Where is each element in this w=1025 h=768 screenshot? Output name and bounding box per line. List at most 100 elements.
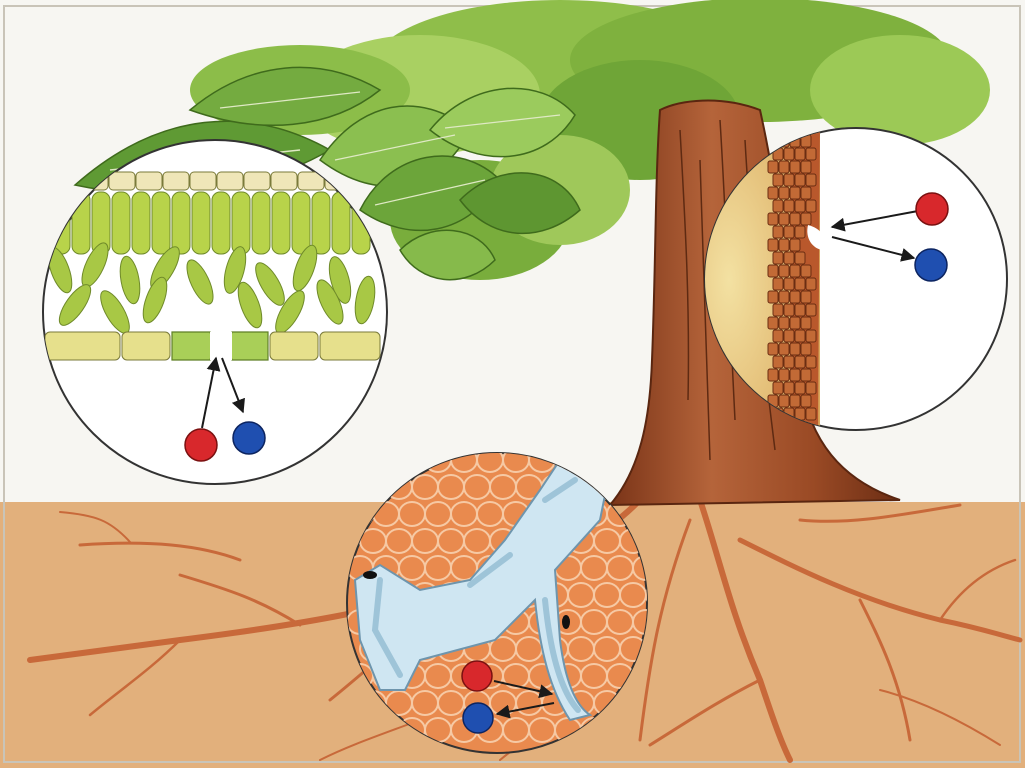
cork-cell (779, 161, 789, 173)
palisade-cell (292, 192, 310, 254)
cork-cell (801, 161, 811, 173)
cork-cell (784, 356, 794, 368)
soil-particle (399, 502, 425, 526)
lower-epidermis-cell (270, 332, 318, 360)
cork-cell (784, 148, 794, 160)
soil-particle (425, 502, 451, 526)
cork-cell (768, 343, 778, 355)
cork-cell (768, 317, 778, 329)
cork-cell (768, 161, 778, 173)
cork-cell (784, 382, 794, 394)
oxygen-molecule-red (916, 193, 948, 225)
palisade-cell (112, 192, 130, 254)
cork-cell (795, 174, 805, 186)
cork-cell (790, 213, 800, 225)
cork-cell (790, 291, 800, 303)
palisade-cell (152, 192, 170, 254)
cork-cell (790, 317, 800, 329)
cork-cell (790, 187, 800, 199)
cork-cell (773, 356, 783, 368)
cork-cell (806, 304, 816, 316)
soil-particle (386, 529, 412, 553)
oxygen-molecule-red (462, 661, 492, 691)
cork-cell (784, 226, 794, 238)
cork-cell (795, 356, 805, 368)
cork-cell (801, 343, 811, 355)
cork-cell (795, 278, 805, 290)
soil-particle (438, 475, 464, 499)
cork-cell (806, 174, 816, 186)
cork-cell (779, 343, 789, 355)
soil-particle (425, 556, 451, 580)
cork-cell (801, 317, 811, 329)
cork-cell (768, 369, 778, 381)
cork-cell (801, 291, 811, 303)
soil-particle (594, 583, 620, 607)
palisade-cell (232, 192, 250, 254)
cork-cell (790, 343, 800, 355)
co2-molecule-blue (915, 249, 947, 281)
soil-particle (516, 691, 542, 715)
cork-cell (795, 330, 805, 342)
cork-cell (768, 187, 778, 199)
soil-particle (581, 610, 607, 634)
cork-cell (779, 317, 789, 329)
guard-cell (228, 332, 268, 360)
soil-particle (594, 529, 620, 553)
soil-particle (620, 583, 646, 607)
soil-particle (477, 502, 503, 526)
cork-cell (806, 278, 816, 290)
co2-molecule-blue (233, 422, 265, 454)
epidermis-cell (163, 172, 189, 190)
soil-particle (594, 637, 620, 661)
inset-leaf-cross-section (43, 140, 387, 484)
soil-particle (464, 529, 490, 553)
cork-cell (790, 265, 800, 277)
co2-molecule-blue (463, 703, 493, 733)
lower-epidermis-cell (122, 332, 170, 360)
cork-cell (806, 148, 816, 160)
cork-cell (773, 330, 783, 342)
cork-cell (779, 213, 789, 225)
cork-cell (790, 395, 800, 407)
cork-cell (801, 213, 811, 225)
cork-cell (773, 304, 783, 316)
cork-cell (784, 278, 794, 290)
cork-cell (801, 187, 811, 199)
lower-epidermis-cell (45, 332, 120, 360)
cork-cell (795, 148, 805, 160)
cork-cell (790, 369, 800, 381)
soil-particle (490, 475, 516, 499)
cork-cell (806, 408, 816, 420)
soil-particle (412, 691, 438, 715)
cork-cell (790, 161, 800, 173)
soil-particle (464, 475, 490, 499)
soil-particle (451, 502, 477, 526)
cork-cell (779, 395, 789, 407)
soil-particle (516, 637, 542, 661)
cork-cell (795, 200, 805, 212)
cork-cell (795, 226, 805, 238)
cork-cell (768, 291, 778, 303)
epidermis-cell (244, 172, 270, 190)
soil-particle (438, 691, 464, 715)
soil-particle (399, 556, 425, 580)
cork-cell (773, 174, 783, 186)
cork-cell (773, 252, 783, 264)
soil-particle (503, 718, 529, 742)
cork-cell (779, 291, 789, 303)
cork-cell (795, 304, 805, 316)
palisade-cell (312, 192, 330, 254)
palisade-cell (192, 192, 210, 254)
soil-particle (529, 718, 555, 742)
cork-cell (779, 265, 789, 277)
cork-cell (773, 226, 783, 238)
cork-cell (784, 174, 794, 186)
guard-cell (172, 332, 214, 360)
epidermis-cell (190, 172, 216, 190)
cork-cell (801, 369, 811, 381)
cork-cell (779, 239, 789, 251)
epidermis-cell (136, 172, 162, 190)
cork-cell (795, 382, 805, 394)
